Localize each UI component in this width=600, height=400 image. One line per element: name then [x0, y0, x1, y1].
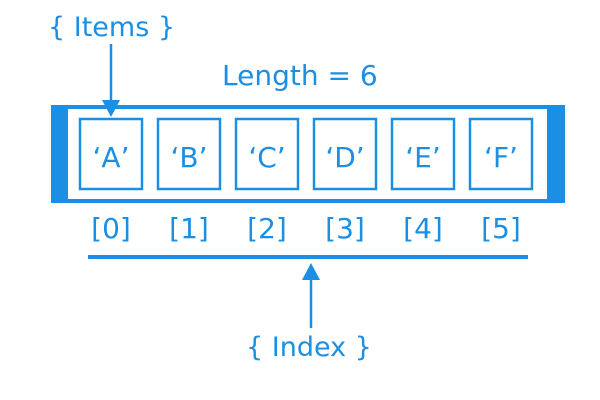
array-cell-1	[156, 117, 222, 191]
array-cell-5	[468, 117, 534, 191]
cell-value-2: ‘C’	[248, 141, 286, 174]
index-value-2: [2]	[247, 212, 287, 245]
cell-value-4: ‘E’	[405, 141, 441, 174]
items-label: { Items }	[48, 12, 176, 43]
index-value-1: [1]	[169, 212, 209, 245]
index-value-4: [4]	[403, 212, 443, 245]
cell-value-5: ‘F’	[484, 141, 518, 174]
index-value-3: [3]	[325, 212, 365, 245]
cell-value-3: ‘D’	[325, 141, 365, 174]
index-value-5: [5]	[481, 212, 521, 245]
array-container-inner	[68, 109, 547, 199]
cell-value-0: ‘A’	[92, 141, 130, 174]
index-arrow-head	[302, 263, 320, 280]
array-cell-0	[78, 117, 144, 191]
length-label: Length = 6	[222, 59, 378, 92]
array-cell-4	[390, 117, 456, 191]
index-value-0: [0]	[91, 212, 131, 245]
cell-value-1: ‘B’	[170, 141, 208, 174]
index-label: { Index }	[246, 332, 372, 363]
array-cell-3	[312, 117, 378, 191]
array-cell-2	[234, 117, 300, 191]
items-arrow-head	[102, 100, 120, 117]
